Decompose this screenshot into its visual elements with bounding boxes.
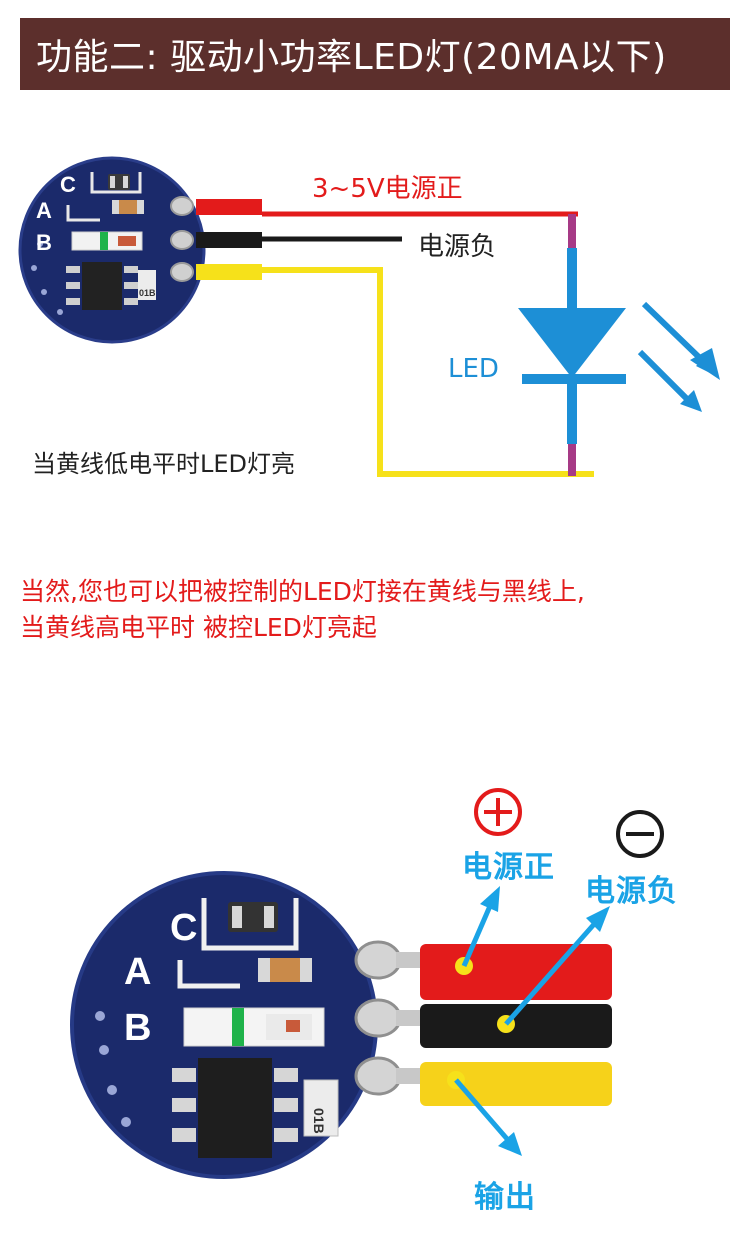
page-title-text: 功能二: 驱动小功率LED灯(20MA以下) xyxy=(36,37,667,78)
minus-symbol-icon xyxy=(616,810,664,858)
usage-note: 当然,您也可以把被控制的LED灯接在黄线与黑线上, 当黄线高电平时 被控LED灯… xyxy=(20,574,736,646)
board-mark-c: C xyxy=(60,172,76,197)
label-yellow-low-condition: 当黄线低电平时LED灯亮 xyxy=(32,450,296,478)
plus-symbol-icon xyxy=(474,788,522,836)
label-negative-supply: 电源负 xyxy=(418,232,497,262)
label-led: LED xyxy=(448,354,499,384)
board-mark-b: B xyxy=(36,230,52,255)
led-symbol xyxy=(518,248,626,444)
usage-note-line1: 当然,您也可以把被控制的LED灯接在黄线与黑线上, xyxy=(20,577,585,606)
page-title: 功能二: 驱动小功率LED灯(20MA以下) xyxy=(20,18,730,90)
usage-note-line2: 当黄线高电平时 被控LED灯亮起 xyxy=(20,613,377,642)
pcb-board-marks-large: C A B 01B xyxy=(124,907,327,1134)
board-mark-a: A xyxy=(36,198,52,223)
photo-label-negative: 电源负 xyxy=(585,874,678,909)
photo-mark-c: C xyxy=(170,907,197,949)
pcb-board-marks-small: C A B 01B xyxy=(36,172,156,298)
pcb-board-large xyxy=(70,871,402,1179)
photo-mark-b: B xyxy=(124,1007,151,1049)
photo-chip-mark: 01B xyxy=(311,1108,327,1134)
photo-mark-a: A xyxy=(124,951,151,993)
wires-diagram xyxy=(196,199,594,477)
photo-label-positive: 电源正 xyxy=(462,850,555,885)
board-chip-mark: 01B xyxy=(139,288,156,298)
callout-pointers xyxy=(447,886,610,1156)
light-emission-arrows xyxy=(637,301,720,412)
label-positive-supply: 3~5V电源正 xyxy=(312,174,463,204)
photo-label-output: 输出 xyxy=(474,1180,536,1215)
pcb-board-small xyxy=(18,156,206,344)
